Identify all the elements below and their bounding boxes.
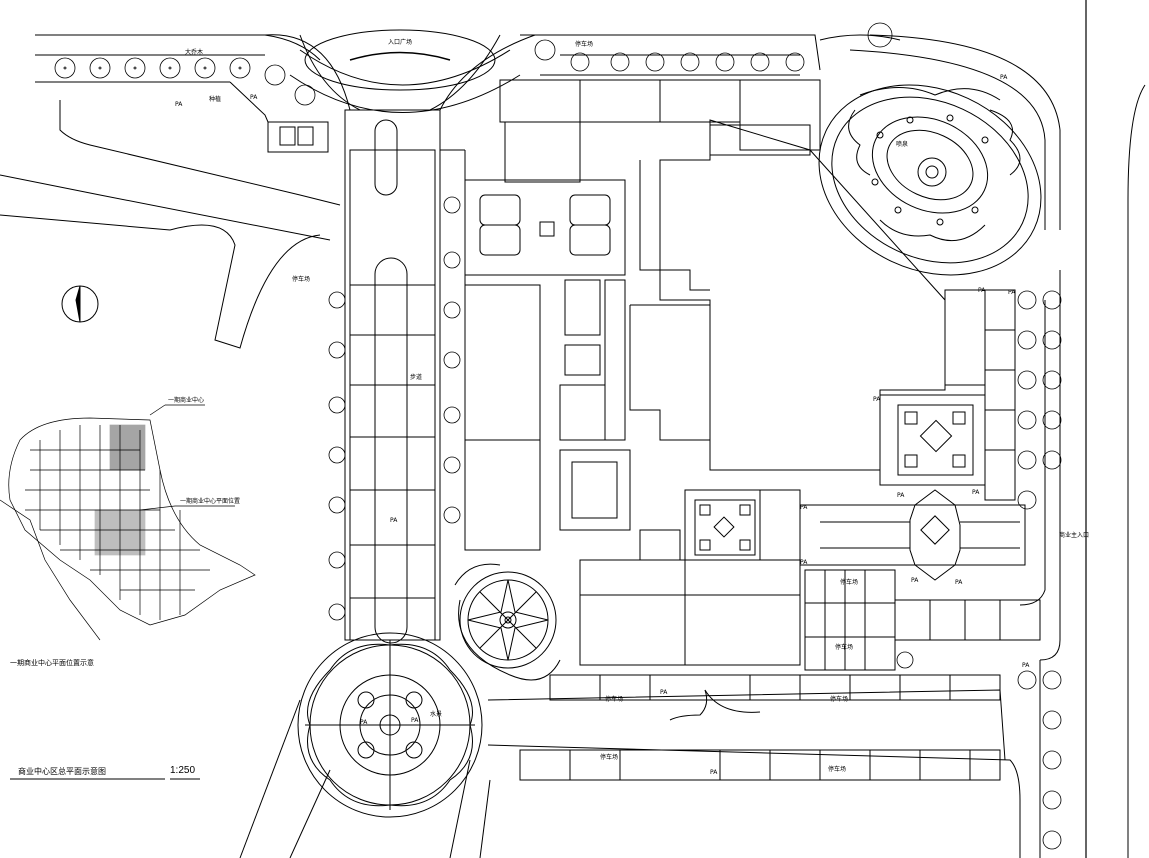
pa-label-4: PA xyxy=(978,287,986,294)
pa-label-5: PA xyxy=(390,517,398,524)
parking-label-4: 停车场 xyxy=(835,644,854,651)
pa-label-18: PA xyxy=(1008,289,1016,296)
tree-row-label: 大乔木 xyxy=(185,49,204,56)
pa-label-7: PA xyxy=(972,489,980,496)
building-blocks xyxy=(464,79,986,666)
pa-label-8: PA xyxy=(800,504,808,511)
pa-label-2: PA xyxy=(250,94,258,101)
walkway-label: 步道 xyxy=(410,374,423,381)
star-garden xyxy=(454,563,561,681)
gate-house xyxy=(229,81,329,153)
pa-label-1: PA xyxy=(175,101,183,108)
oval-garden xyxy=(818,84,1042,276)
fountain-label: 喷泉 xyxy=(896,141,909,148)
parking-label-6: 停车场 xyxy=(830,696,849,703)
water-label: 水景 xyxy=(430,711,443,718)
key-plan-label-2: 一期商业中心平面位置 xyxy=(180,498,241,505)
east-courtyard xyxy=(694,394,1026,581)
pa-label-16: PA xyxy=(411,717,419,724)
parking-bays xyxy=(519,289,1041,781)
main-entrance-label: 商业主入口 xyxy=(1059,532,1090,539)
street-trees-right xyxy=(896,290,1062,850)
pa-label-12: PA xyxy=(660,689,668,696)
pa-label-17: PA xyxy=(873,396,881,403)
parking-label-5: 停车场 xyxy=(605,696,624,703)
parking-label-2: 停车场 xyxy=(292,276,311,283)
planting-label: 种植 xyxy=(209,96,222,103)
parking-label-8: 停车场 xyxy=(828,766,847,773)
mall-trees xyxy=(328,196,461,621)
pa-label-11: PA xyxy=(800,559,808,566)
key-plan-label-1: 一期商业中心 xyxy=(168,397,205,404)
entrance-plaza-label: 入口广场 xyxy=(388,39,413,46)
location-caption: 一期商业中心平面位置示意 xyxy=(10,659,94,667)
pa-label-6: PA xyxy=(897,492,905,499)
pa-label-14: PA xyxy=(1022,662,1030,669)
north-arrow-icon xyxy=(61,285,99,323)
drawing-scale: 1:250 xyxy=(170,765,196,776)
parking-label-1: 停车场 xyxy=(575,41,594,48)
pa-label-13: PA xyxy=(710,769,718,776)
pa-label-10: PA xyxy=(955,579,963,586)
street-trees-top xyxy=(54,22,893,106)
pa-label-9: PA xyxy=(911,577,919,584)
parking-label-7: 停车场 xyxy=(600,754,619,761)
key-plan-map xyxy=(0,404,256,641)
parking-label-3: 停车场 xyxy=(840,579,859,586)
pedestrian-mall xyxy=(344,109,466,644)
pa-label-15: PA xyxy=(360,719,368,726)
south-rosette xyxy=(297,632,483,818)
pa-label-3: PA xyxy=(1000,74,1008,81)
drawing-title: 商业中心区总平面示意图 xyxy=(18,767,106,776)
